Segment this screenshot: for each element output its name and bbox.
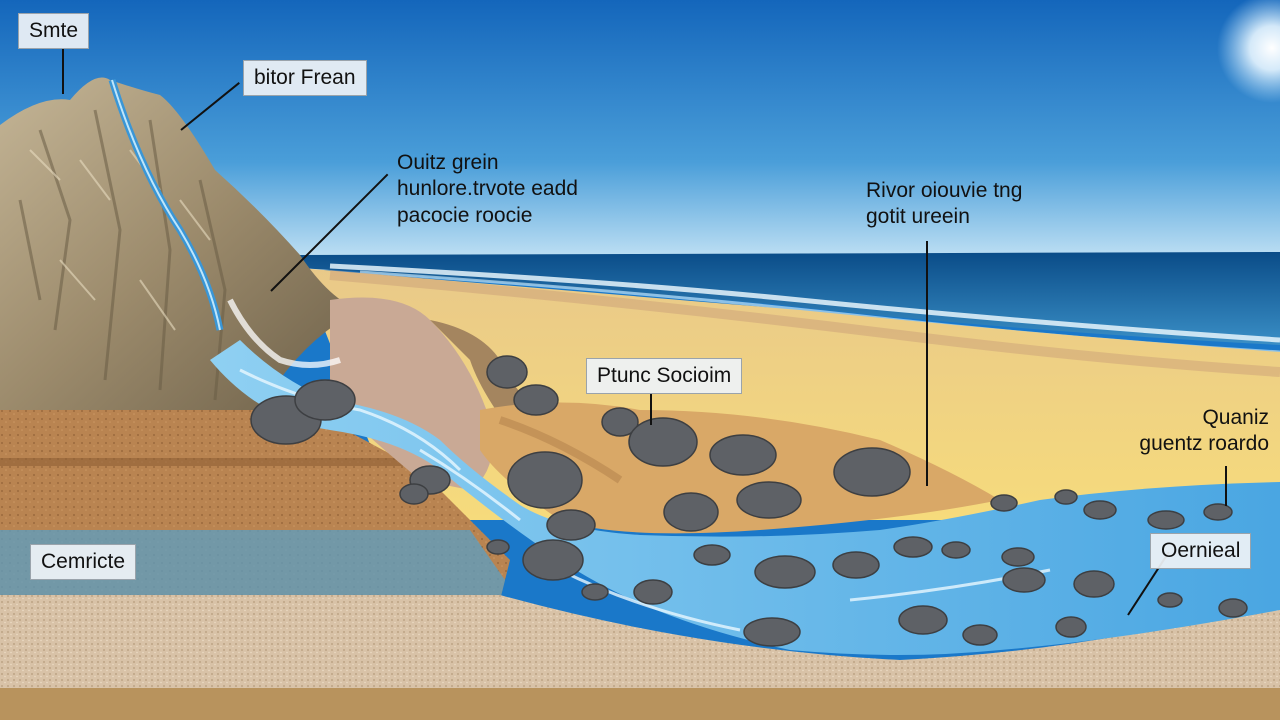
mountain xyxy=(0,77,360,410)
leader-quartz-rounded xyxy=(1225,466,1227,506)
pebble xyxy=(633,579,673,605)
coastline-label: Cemricte xyxy=(30,544,137,581)
surf-line xyxy=(329,263,1280,343)
pebble xyxy=(507,451,583,509)
pebble xyxy=(1218,598,1248,618)
pebble xyxy=(1001,547,1035,567)
pebble xyxy=(990,494,1018,512)
pebble xyxy=(294,379,356,421)
river-fresh-label: bitor Frean xyxy=(243,60,367,97)
pebble xyxy=(941,541,971,559)
pebble xyxy=(1055,616,1087,638)
pebble xyxy=(513,384,559,416)
pebble xyxy=(736,481,802,519)
sun xyxy=(1217,0,1280,103)
pebble xyxy=(1073,570,1115,598)
quartz-rounded-line1: Quaniz xyxy=(1202,406,1269,429)
quartz-grain-line2: hunlore.trvote eadd xyxy=(397,177,578,201)
rock-section-label: Ptunc Socioim xyxy=(586,358,743,395)
river-outlet-line1: Rivor oiouvie tng xyxy=(866,179,1023,202)
pebble xyxy=(1002,567,1046,593)
pebble xyxy=(1147,510,1185,530)
quartz-grain-line1: Ouitz grein xyxy=(397,151,499,174)
river-outlet-label: Rivor oiouvie tng gotit ureein xyxy=(866,178,1022,231)
pebble xyxy=(1157,592,1183,608)
pebble xyxy=(709,434,777,476)
waterfall xyxy=(227,298,341,368)
leader-summit xyxy=(62,49,64,94)
pebble xyxy=(1054,489,1078,505)
eroded-rock xyxy=(330,297,493,490)
pebble xyxy=(486,539,510,555)
pebbles xyxy=(250,355,1248,647)
pebble xyxy=(546,509,596,541)
pebble xyxy=(1203,503,1233,521)
pebble xyxy=(893,536,933,558)
pebble xyxy=(1083,500,1117,520)
quartz-grain-line3: pacocie roocie xyxy=(397,203,533,227)
quartz-grain-label: Ouitz grein hunlore.trvote eadd pacocie … xyxy=(397,150,578,229)
pebble xyxy=(628,417,698,467)
quartz-rounded-label: Quaniz guentz roardo xyxy=(1094,405,1269,458)
leader-river-outlet xyxy=(926,241,928,486)
bedrock-band xyxy=(0,688,1280,720)
pebble xyxy=(832,551,880,579)
pebble xyxy=(522,539,584,581)
pebble xyxy=(601,407,639,437)
river-outlet-line2: gotit ureein xyxy=(866,205,970,229)
pebble xyxy=(898,605,948,635)
pebble xyxy=(486,355,528,389)
quartz-rounded-line2: guentz roardo xyxy=(1139,432,1269,456)
pebble xyxy=(833,447,911,497)
pebble xyxy=(693,544,731,566)
summit-label: Smte xyxy=(18,13,90,50)
pebble xyxy=(754,555,816,589)
pebble xyxy=(581,583,609,601)
pebble xyxy=(743,617,801,647)
pebble xyxy=(399,483,429,505)
pebble xyxy=(962,624,998,646)
leader-rock-section xyxy=(650,393,652,425)
pebble xyxy=(663,492,719,532)
deposit-label: Oernieal xyxy=(1150,533,1252,570)
